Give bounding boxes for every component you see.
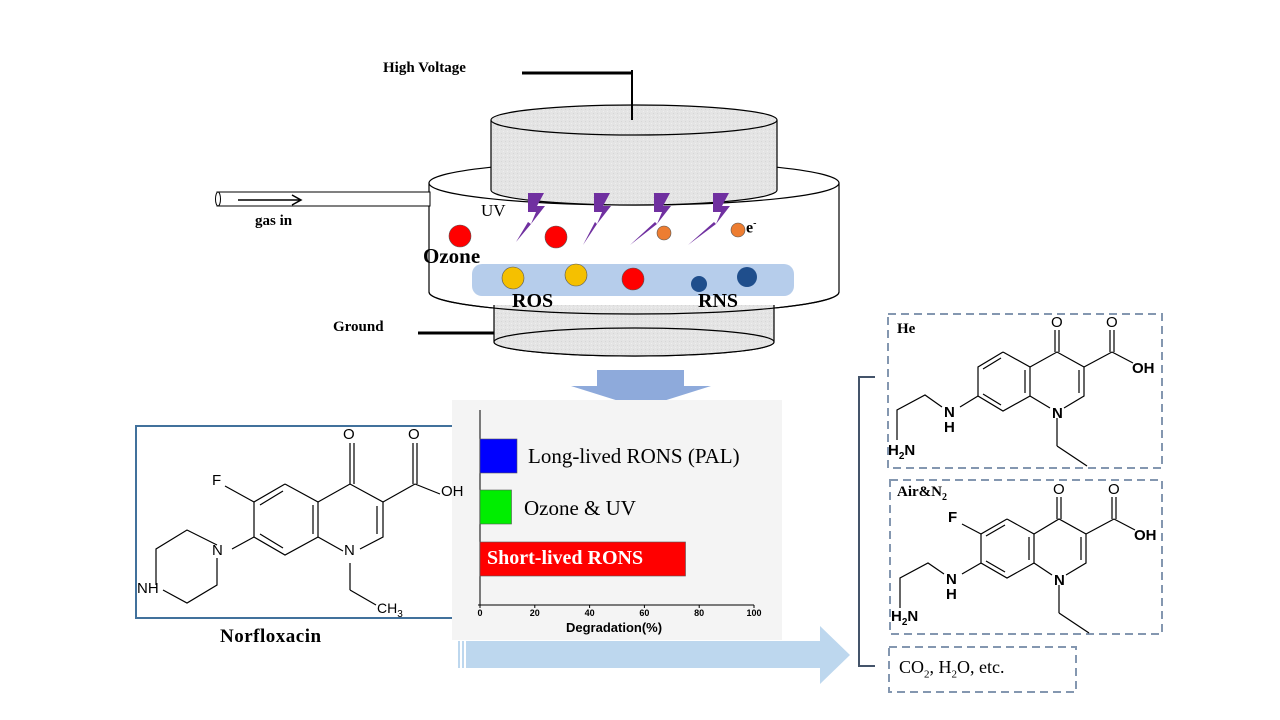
atom-n: N	[212, 542, 223, 559]
high-voltage-label: High Voltage	[383, 60, 466, 76]
norfloxacin-box	[135, 425, 467, 619]
atom-o: O	[1051, 314, 1063, 331]
high-voltage-electrode	[490, 104, 778, 206]
electron-charge: -	[753, 218, 757, 229]
gas-in-label: gas in	[255, 213, 293, 229]
x-tick-label: 80	[694, 608, 705, 618]
bar	[479, 541, 686, 577]
electron-label: e-	[746, 218, 756, 237]
uv-label: UV	[481, 201, 506, 220]
electron-symbol: e	[746, 219, 754, 237]
co2-subscript: 2	[924, 668, 930, 681]
norfloxacin-name: Norfloxacin	[220, 626, 322, 647]
lightning-icon	[516, 193, 730, 245]
h2-subscript: 2	[898, 451, 905, 462]
atom-ch3: CH3	[377, 600, 403, 620]
x-tick-label: 0	[477, 608, 483, 618]
rns-particle	[737, 267, 757, 287]
degradation-chart	[452, 400, 782, 640]
nh-h: H	[946, 586, 957, 603]
rns-label: RNS	[698, 290, 739, 312]
atom-nh: NH	[137, 580, 159, 597]
atom-n: N	[1054, 572, 1065, 589]
he-product-box	[887, 313, 1163, 469]
atom-o: O	[343, 426, 355, 443]
final-products-label: CO2, H2O, etc.	[899, 657, 1005, 681]
x-tick-label: 40	[584, 608, 595, 618]
ozone-label: Ozone	[423, 244, 481, 268]
h-text: H	[891, 608, 902, 625]
ros-label: ROS	[512, 290, 554, 312]
atom-oh: OH	[441, 483, 464, 500]
air-label: Air&N2	[897, 484, 947, 503]
bar	[479, 438, 518, 474]
nh-n: N	[944, 404, 955, 421]
h-text: H	[888, 442, 899, 459]
atom-f: F	[212, 472, 222, 489]
x-axis-label: Degradation(%)	[566, 620, 663, 635]
atom-h2n: H2N	[891, 608, 918, 628]
ozone-particle	[621, 267, 645, 291]
n-text: N	[904, 442, 916, 459]
down-arrow-icon	[571, 370, 711, 408]
rns-particle	[691, 276, 707, 292]
ozone-particle	[544, 225, 568, 249]
n-text: N	[907, 608, 919, 625]
nh-n: N	[946, 571, 957, 588]
atom-o: O	[1053, 481, 1065, 498]
atom-oh: OH	[1134, 527, 1157, 544]
atom-n: N	[1052, 405, 1063, 422]
atom-f: F	[948, 509, 958, 526]
he-label: He	[897, 321, 916, 337]
electron-particle	[730, 222, 746, 238]
ros-particle	[501, 266, 525, 290]
gas-inlet-tube	[215, 191, 431, 207]
gas-flow-arrow-icon	[238, 194, 303, 206]
electron-particle	[656, 225, 672, 241]
x-tick-label: 60	[639, 608, 650, 618]
bar-label-long-lived: Long-lived RONS (PAL)	[528, 444, 740, 468]
h-text: , H	[929, 657, 952, 677]
tail-text: O, etc.	[957, 657, 1005, 677]
co-text: CO	[899, 657, 925, 677]
ozone-particle	[448, 224, 472, 248]
air-text: Air&N	[897, 484, 942, 500]
atom-n: N	[344, 542, 355, 559]
right-arrow-icon	[458, 626, 850, 684]
h2-subscript: 2	[901, 617, 908, 628]
ground-label: Ground	[333, 319, 384, 335]
atom-o: O	[1108, 481, 1120, 498]
atom-o: O	[1106, 314, 1118, 331]
nh-h: H	[944, 419, 955, 436]
air-product-structure	[899, 497, 1136, 634]
products-bracket	[858, 376, 875, 667]
final-product-box	[888, 646, 1077, 693]
atom-h2n: H2N	[888, 442, 915, 462]
ch-text: CH	[377, 600, 398, 616]
atom-o: O	[408, 426, 420, 443]
ch3-subscript: 3	[397, 608, 403, 620]
n2-subscript: 2	[942, 492, 947, 503]
bar-label-ozone-uv: Ozone & UV	[524, 496, 636, 520]
h2o-subscript: 2	[951, 668, 958, 681]
norfloxacin-structure	[155, 443, 441, 606]
x-tick-label: 100	[746, 608, 762, 618]
ros-particle	[564, 263, 588, 287]
air-product-box	[889, 479, 1163, 635]
bar	[479, 489, 512, 525]
he-product-structure	[896, 330, 1134, 467]
x-tick-label: 20	[529, 608, 540, 618]
bar-label-short-lived: Short-lived RONS	[487, 547, 644, 569]
ground-electrode	[428, 291, 840, 357]
atom-oh: OH	[1132, 360, 1155, 377]
